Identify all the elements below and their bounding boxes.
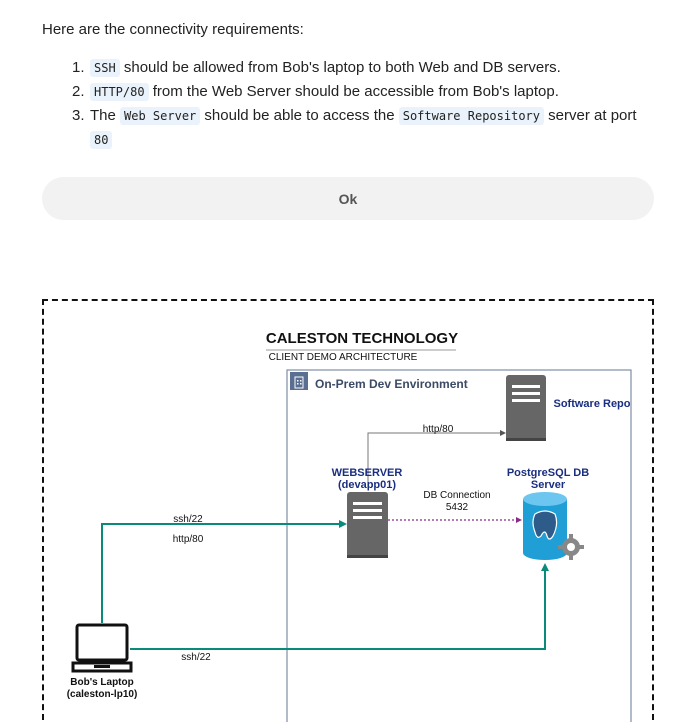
inline-code: Software Repository	[398, 107, 545, 125]
webserver-arrowhead	[339, 520, 347, 528]
architecture-svg: CALESTON TECHNOLOGY CLIENT DEMO ARCHITEC…	[67, 330, 632, 727]
requirement-item: 1. SSH should be allowed from Bob's lapto…	[72, 56, 650, 80]
laptop-to-webserver-line	[101, 523, 341, 623]
laptop-label: Bob's Laptop	[70, 677, 133, 688]
architecture-diagram: CALESTON TECHNOLOGY CLIENT DEMO ARCHITEC…	[42, 299, 654, 727]
db-connection-port: 5432	[446, 502, 469, 513]
ssh-webserver-label: ssh/22	[173, 514, 203, 525]
software-repo-label: Software Repo	[553, 398, 630, 410]
webserver-to-repo-line	[367, 432, 502, 490]
http-repo-label: http/80	[423, 424, 454, 435]
webserver-icon	[347, 492, 388, 558]
ssh-db-label: ssh/22	[181, 652, 211, 663]
db-connection-label: DB Connection	[423, 490, 490, 501]
requirement-text: from the Web Server should be accessible…	[148, 83, 559, 100]
requirement-number: 1.	[72, 59, 85, 76]
requirement-text: The	[90, 107, 121, 124]
environment-label: On-Prem Dev Environment	[315, 377, 468, 391]
ok-button[interactable]: Ok	[42, 177, 654, 220]
on-prem-environment-box	[286, 369, 632, 727]
building-icon	[290, 372, 308, 390]
requirements-intro: Here are the connectivity requirements:	[42, 21, 304, 38]
requirement-number: 2.	[72, 83, 85, 100]
db-label: PostgreSQL DB	[507, 467, 589, 479]
laptop-hostname: (caleston-lp10)	[67, 689, 138, 700]
http-webserver-label: http/80	[173, 534, 204, 545]
laptop-icon	[71, 623, 133, 673]
requirement-text: should be allowed from Bob's laptop to b…	[119, 59, 561, 76]
inline-code: HTTP/80	[90, 83, 149, 101]
inline-code: Web Server	[120, 107, 201, 125]
repo-arrowhead	[500, 430, 506, 436]
requirement-item: 3. The Web Server should be able to acces…	[72, 104, 650, 152]
db-label-line2: Server	[531, 479, 566, 491]
laptop-to-db-line	[130, 569, 546, 650]
webserver-hostname: (devapp01)	[338, 479, 396, 491]
requirements-list: 1. SSH should be allowed from Bob's lapto…	[72, 56, 650, 152]
requirement-text: should be able to access the	[200, 107, 399, 124]
requirement-text: server at port	[544, 107, 637, 124]
diagram-title: CALESTON TECHNOLOGY	[266, 330, 458, 347]
inline-code: 80	[90, 131, 113, 149]
software-repo-server-icon	[506, 375, 546, 441]
db-arrowhead	[541, 563, 549, 571]
requirement-number: 3.	[72, 107, 85, 124]
requirement-item: 2. HTTP/80 from the Web Server should be …	[72, 80, 650, 104]
webserver-label: WEBSERVER	[332, 467, 403, 479]
inline-code: SSH	[90, 59, 120, 77]
diagram-subtitle: CLIENT DEMO ARCHITECTURE	[269, 352, 418, 363]
postgresql-db-icon	[523, 492, 584, 560]
db-connection-arrowhead	[516, 517, 522, 523]
